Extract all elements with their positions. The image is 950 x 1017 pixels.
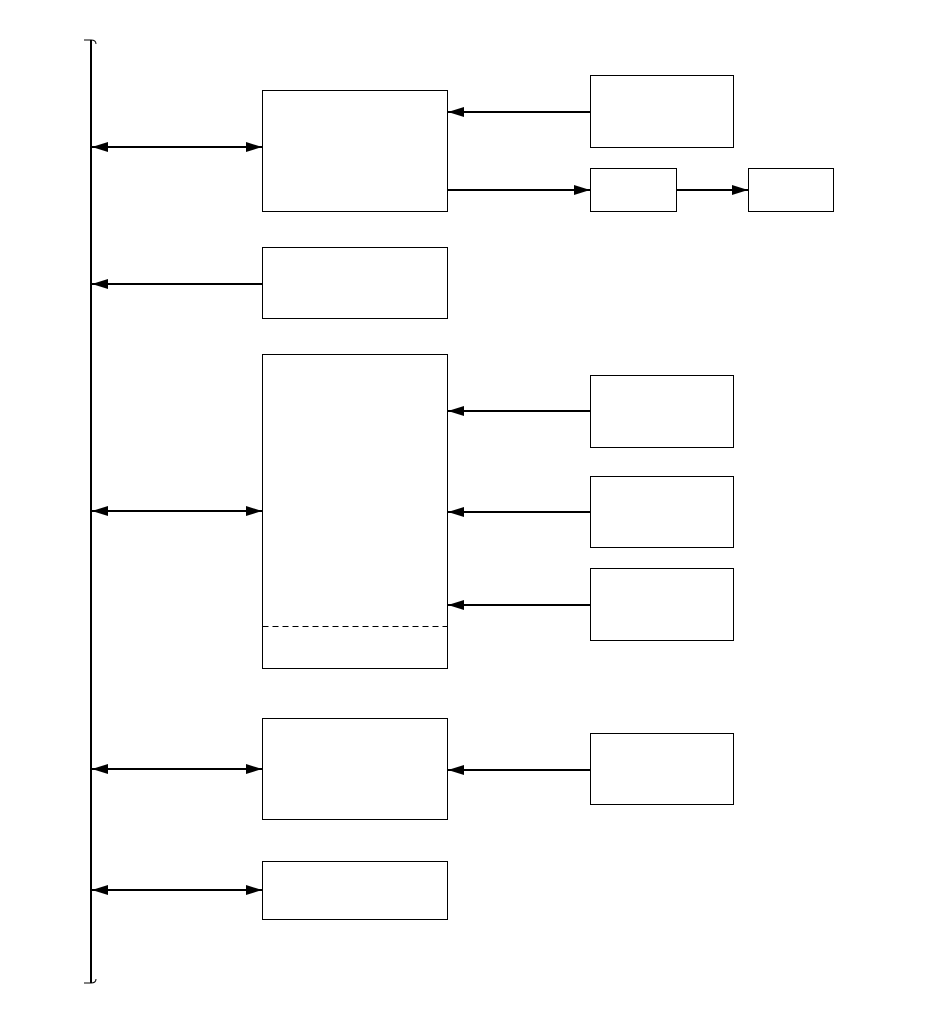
block-c-input-2	[590, 476, 734, 548]
block-c-input-3	[590, 568, 734, 641]
block-a	[262, 90, 448, 212]
block-d-input	[590, 733, 734, 805]
block-e	[262, 861, 448, 920]
block-d	[262, 718, 448, 820]
block-a-output-1	[590, 168, 677, 212]
block-c-input-1	[590, 375, 734, 448]
block-a-output-2	[748, 168, 834, 212]
block-c	[262, 354, 448, 669]
bus-line	[84, 39, 97, 984]
block-a-input	[590, 75, 734, 148]
block-b	[262, 247, 448, 319]
